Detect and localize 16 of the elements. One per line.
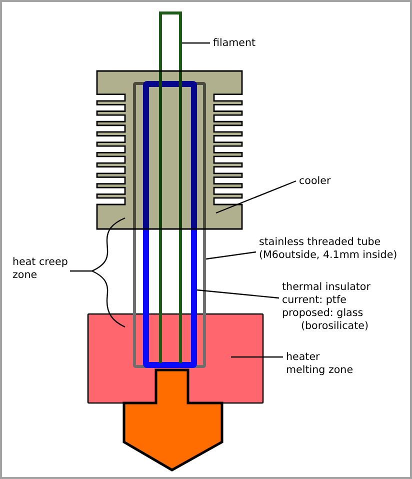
leader-line bbox=[216, 180, 296, 214]
note-text: melting zone bbox=[286, 364, 354, 377]
part-label: filament bbox=[213, 36, 256, 50]
part-label: stainless threaded tube bbox=[259, 236, 381, 248]
part-label: heater bbox=[286, 351, 320, 364]
heat-sink bbox=[96, 70, 243, 230]
part-label: cooler bbox=[299, 174, 331, 188]
note-text: (M6outside, 4.1mm inside) bbox=[259, 248, 398, 262]
leader-line bbox=[206, 251, 256, 260]
leader-line bbox=[182, 42, 210, 44]
note-text: proposed: glass (borosilicate) bbox=[282, 306, 370, 332]
note-text: current: ptfe bbox=[282, 294, 346, 306]
part-label: thermal insulator bbox=[282, 280, 370, 294]
leader-line bbox=[231, 356, 283, 358]
nozzle bbox=[122, 368, 224, 472]
zone-label: heat creep zone bbox=[12, 256, 69, 282]
